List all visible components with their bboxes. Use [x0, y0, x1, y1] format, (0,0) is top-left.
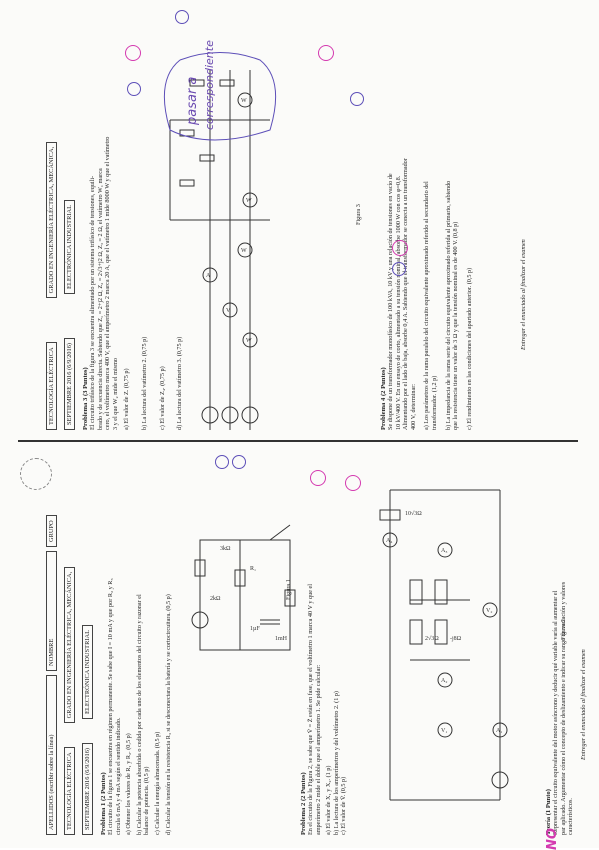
check-mark-circle [392, 262, 406, 276]
check-mark-circle [232, 455, 246, 469]
check-mark-circle [127, 82, 141, 96]
figure1-label: Figura 1 [285, 579, 292, 600]
problem4-item: transformador. (1,2 p) [430, 375, 438, 430]
svg-text:V₁: V₁ [441, 728, 447, 734]
handwritten-pasar: pasar a [185, 76, 200, 125]
problem3-line: El circuito trifásico de la figura 3 se … [89, 175, 96, 430]
problem4-item: a) Los parámetros de la rama paralelo de… [423, 181, 431, 430]
header-date: SEPTIEMBRE 2016 (6/9/2016) [64, 337, 75, 430]
problem1-title: Problema 1 (2 Puntos) [100, 772, 107, 835]
header-course: TECNOLOGÍA ELÉCTRICA [64, 747, 75, 835]
header-degree-1: GRADO EN INGENIERÍA ELÉCTRICA, MECÁNICA, [64, 566, 75, 724]
handwritten-correspondiente: correspondiente [203, 40, 216, 130]
theory-block: Teoría (1 Punto) Representar el circuito… [545, 582, 575, 835]
problem4-item: c) El rendimiento en las condiciones del… [465, 267, 473, 430]
problem1-line: El circuito de la figura 1 se encuentra … [107, 578, 114, 835]
problem1-item: d) Calcular la tensión en la resistencia… [164, 594, 172, 835]
problem4-line: 10 kV/400 V. En un ensayo de corto, alim… [394, 175, 402, 430]
header-grupo: GRUPO [46, 515, 57, 547]
svg-text:A: A [206, 273, 211, 279]
problem3-item: b) La lectura del vatímetro 2. (0,75 p) [140, 336, 148, 430]
problem4-title: Problema 4 (2 Puntos) [380, 367, 387, 430]
lower-half-text: APELLIDOS (escribir sobre la línea) NOMB… [40, 515, 172, 835]
svg-text:V₂: V₂ [486, 608, 492, 614]
problem4-item: b) La impedancia de la rama serie del ci… [444, 180, 452, 430]
problem3-line: 3 y el que W₂ mide el mismo [111, 358, 119, 430]
problem3-title: Problema 3 (3 Puntos) [82, 367, 89, 430]
problem2-block: Problema 2 (2 Puntos) En el circuito de … [300, 584, 348, 835]
handwritten-no: NO [545, 828, 560, 850]
svg-text:1µF: 1µF [250, 626, 260, 632]
svg-text:3kΩ: 3kΩ [220, 546, 231, 552]
figure3-circuit: W V A W W W [163, 52, 277, 430]
svg-text:R₁: R₁ [250, 566, 256, 572]
check-mark-circle [175, 10, 189, 24]
svg-text:W: W [246, 198, 252, 204]
theory-line: característicos. [567, 798, 575, 835]
header-nombre: NOMBRE [46, 551, 57, 671]
problem1-line: circula 6 mA y 4 mA según el sentido ind… [114, 717, 122, 835]
problem4-line: Alimentando por el lado de baja, absorbe… [402, 158, 410, 430]
problem3-line: brado y de secuencia directa. Sabiendo q… [96, 168, 104, 430]
figure1-circuit: 3kΩ R₁ 2kΩ 1mH 1µF [191, 524, 296, 651]
problem2-item: a) El valor de X₁ y X₂. (1 p) [325, 765, 333, 835]
problem4-line: Se dispone de un transformador monofásic… [387, 173, 394, 430]
problem1-item: b) Calcular la potencia absorbida o cedi… [135, 594, 143, 835]
svg-text:A₃: A₃ [441, 548, 447, 554]
header-degree-2: ELECTRÓNICA INDUSTRIAL [82, 625, 93, 719]
problem1-item: balance de potencia. (0,5 p) [143, 766, 151, 835]
problem2-item: c) El valor de V̄. (0,5 p) [340, 776, 348, 835]
header-course: TECNOLOGÍA ELÉCTRICA [46, 342, 57, 430]
svg-text:A₁: A₁ [496, 728, 502, 734]
svg-text:W: W [241, 248, 247, 254]
check-mark-circle [392, 240, 408, 256]
problem4-item: que la resistencia tiene un valor de 3 Ω… [452, 221, 460, 430]
problem2-line: En el circuito de la Figura 2, se sabe q… [307, 584, 314, 835]
problem4-block: Problema 4 (2 Puntos) Se dispone de un t… [380, 158, 473, 430]
theory-title: Teoría (1 Punto) [545, 789, 552, 835]
svg-text:W: W [241, 98, 247, 104]
svg-text:10√3Ω: 10√3Ω [405, 510, 422, 517]
university-stamp [20, 458, 52, 490]
problem1-item: c) Calcular la energía almacenada. (0,5 … [153, 731, 161, 835]
svg-text:W: W [246, 338, 252, 344]
problem3-item: a) El valor de Z. (0,75 p) [123, 368, 131, 430]
check-mark-circle [345, 475, 361, 491]
problem1-item: a) Obtener los valores de R₁ y R₂. (0,5 … [125, 733, 133, 835]
svg-text:A₂: A₂ [441, 678, 447, 684]
theory-line: par aplicado. Argumentar cómo el concept… [559, 581, 567, 835]
upper-footer: Entregar el enunciado al finalizar el ex… [520, 239, 527, 350]
check-mark-circle [310, 470, 326, 486]
svg-text:1mH: 1mH [275, 636, 288, 642]
header-date: SEPTIEMBRE 2016 (6/9/2016) [82, 742, 93, 835]
check-mark-circle [125, 45, 141, 61]
theory-line: Representar el circuito equivalente del … [552, 590, 559, 835]
problem2-line: amperímetro 2 mide el doble que el amper… [314, 664, 322, 835]
header-degree-1: GRADO EN INGENIERÍA ELÉCTRICA, MECÁNICA, [46, 141, 57, 299]
svg-text:2√3Ω: 2√3Ω [425, 635, 439, 642]
check-mark-circle [350, 92, 364, 106]
problem2-title: Problema 2 (2 Puntos) [300, 772, 307, 835]
svg-text:V: V [226, 308, 231, 314]
header-degree-2: ELECTRÓNICA INDUSTRIAL [64, 200, 75, 294]
header-apellidos: APELLIDOS (escribir sobre la línea) [46, 675, 57, 835]
page-divider [18, 440, 578, 442]
lower-footer: Entregar el enunciado al finalizar el ex… [580, 649, 587, 760]
problem4-line: 400 V, determinar: [409, 384, 417, 430]
problem3-line: cero, el voltímetro marca 400 V, que el … [104, 136, 112, 430]
figure3-label: Figura 3 [355, 204, 362, 225]
svg-text:2kΩ: 2kΩ [210, 596, 221, 602]
svg-text:-j8Ω: -j8Ω [450, 636, 462, 642]
check-mark-circle [215, 455, 229, 469]
figure2-circuit: A₁ V₁ A₂ A₃ V₂ A₄ 10√3Ω 2√3Ω -j8Ω [379, 489, 509, 801]
svg-text:A₄: A₄ [386, 538, 392, 544]
check-mark-circle [318, 45, 334, 61]
